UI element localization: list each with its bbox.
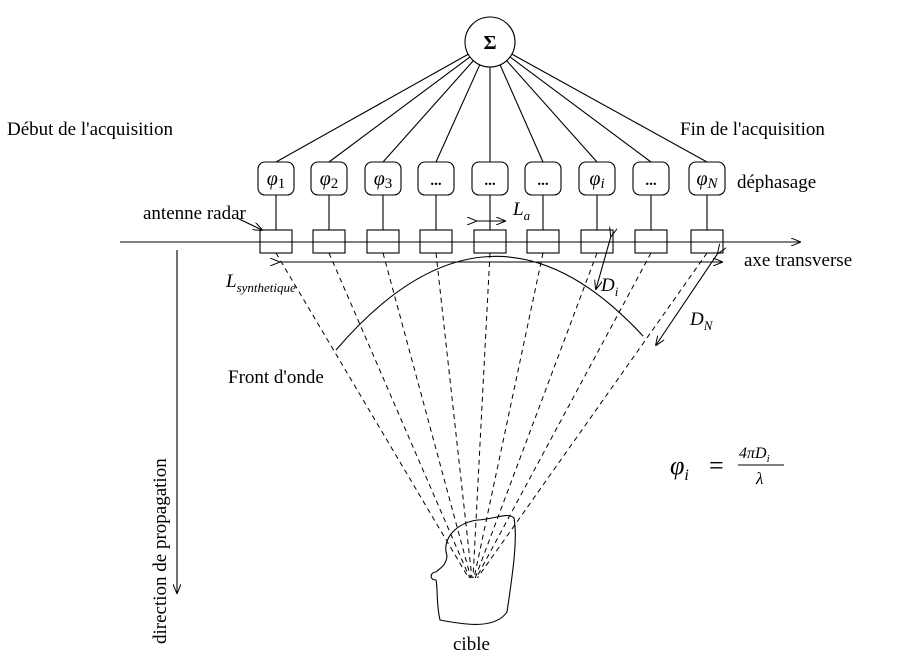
formula-equals: =: [709, 451, 724, 480]
summation-line: [499, 64, 544, 163]
summation-line: [506, 60, 598, 163]
phase-box: φ1: [257, 161, 295, 196]
formula-lhs: φi: [670, 451, 689, 484]
summation-line: [511, 53, 708, 163]
phase-shift-label: déphasage: [737, 172, 816, 193]
target-shape: [430, 515, 516, 625]
propagation-ray: [475, 252, 652, 579]
phase-box: ...: [524, 161, 562, 196]
propagation-ray: [472, 252, 491, 579]
phase-box: ...: [632, 161, 670, 196]
summation-line: [275, 53, 469, 163]
phase-box: φ2: [310, 161, 348, 196]
propagation-rays: [275, 252, 708, 579]
propagation-ray: [474, 252, 598, 579]
end-label: Fin de l'acquisition: [680, 119, 825, 140]
distance-di-arrow: [596, 236, 611, 289]
propagation-ray: [476, 252, 708, 579]
propagation-ray: [382, 252, 472, 579]
phase-box: φN: [688, 161, 726, 196]
distance-dn-arrow: [656, 253, 718, 345]
phase-box-label: φN: [696, 168, 718, 192]
distance-dn-label: DN: [689, 309, 714, 333]
propagation-ray: [473, 252, 544, 579]
summation-line: [509, 56, 652, 163]
phase-box: ...: [417, 161, 455, 196]
phase-box-label: ...: [645, 173, 657, 189]
target-label: cible: [453, 634, 490, 655]
phase-boxes: φ1 φ2 φ3......... φi... φN: [257, 161, 726, 196]
propagation-ray: [328, 252, 471, 579]
propagation-label: direction de propagation: [150, 458, 171, 644]
wavefront-label: Front d'onde: [228, 367, 324, 388]
formula-denominator: λ: [755, 469, 763, 488]
antenna-pointer-arrow: [236, 217, 262, 230]
summation-line: [328, 56, 471, 163]
propagation-ray: [435, 252, 473, 579]
synthetic-length-label: Lsynthetique: [225, 271, 296, 295]
distance-di-label: Di: [600, 275, 619, 299]
antenna-length-label: La: [512, 199, 531, 223]
phase-box-label: φi: [589, 168, 604, 192]
summation-line: [382, 60, 474, 163]
summation-symbol: Σ: [483, 32, 496, 54]
phase-antenna-connectors: [275, 195, 708, 230]
phase-box: ...: [471, 161, 509, 196]
phase-box-label: ...: [484, 173, 496, 189]
phase-box-label: φ1: [267, 168, 286, 192]
phase-formula: φi = 4πDi λ: [670, 445, 784, 488]
wavefront-arc: [335, 255, 644, 351]
summation-lines: [275, 53, 708, 163]
phase-box: φ3: [364, 161, 402, 196]
propagation-ray: [275, 252, 470, 579]
transverse-axis-label: axe transverse: [744, 250, 852, 271]
phase-box: φi: [578, 161, 616, 196]
phase-box-label: ...: [537, 173, 549, 189]
formula-numerator: 4πDi: [739, 445, 770, 465]
summation-line: [435, 64, 481, 163]
phase-box-label: φ3: [374, 168, 393, 192]
phase-box-label: ...: [430, 173, 442, 189]
phase-box-label: φ2: [320, 168, 339, 192]
start-label: Début de l'acquisition: [7, 119, 173, 140]
antenna-label: antenne radar: [143, 203, 247, 224]
